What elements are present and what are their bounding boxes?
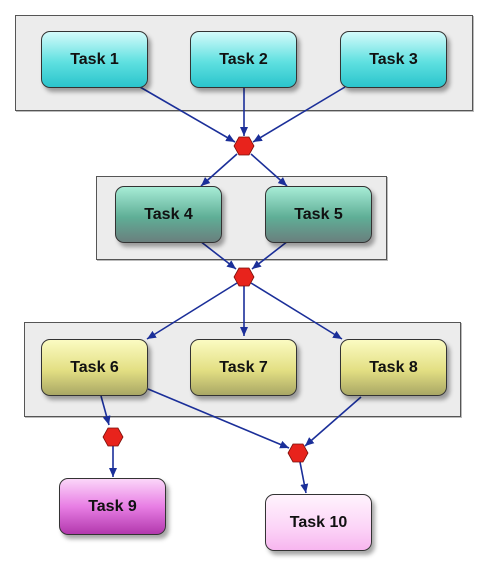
task-3-node[interactable]: Task 3	[340, 31, 447, 88]
task-4-node[interactable]: Task 4	[115, 186, 222, 243]
task-label: Task 8	[369, 358, 418, 376]
task-label: Task 9	[88, 497, 137, 515]
task-label: Task 10	[289, 513, 348, 531]
task-5-node[interactable]: Task 5	[265, 186, 372, 243]
task-2-node[interactable]: Task 2	[190, 31, 297, 88]
task-10-node[interactable]: Task 10	[265, 494, 372, 551]
task-label: Task 6	[70, 358, 119, 376]
task-8-node[interactable]: Task 8	[340, 339, 447, 396]
task-9-node[interactable]: Task 9	[59, 478, 166, 535]
task-1-node[interactable]: Task 1	[41, 31, 148, 88]
sync-hexagon-icon	[233, 267, 255, 287]
task-7-node[interactable]: Task 7	[190, 339, 297, 396]
task-label: Task 3	[369, 50, 418, 68]
task-label: Task 4	[144, 205, 193, 223]
sync-hexagon-icon	[233, 136, 255, 156]
task-label: Task 1	[70, 50, 119, 68]
sync-hexagon-icon	[102, 427, 124, 447]
task-6-node[interactable]: Task 6	[41, 339, 148, 396]
arrow-sync4-to-task10	[299, 461, 309, 494]
task-label: Task 7	[219, 358, 268, 376]
task-label: Task 2	[219, 50, 268, 68]
sync-hexagon-icon	[287, 443, 309, 463]
task-label: Task 5	[294, 205, 343, 223]
